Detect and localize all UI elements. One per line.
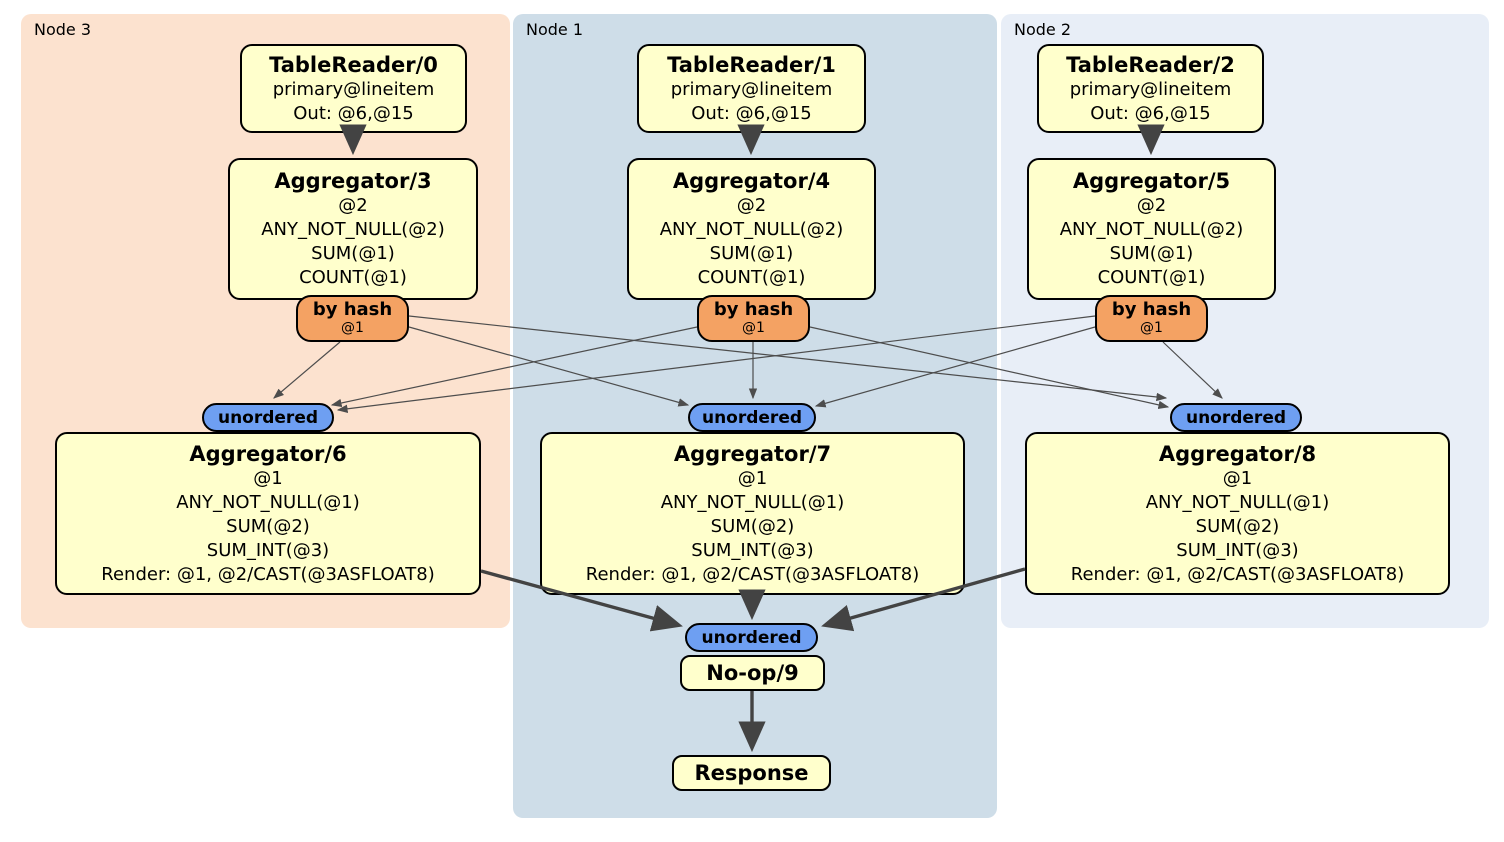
hash-router-label: by hash: [713, 299, 794, 320]
operator-line: SUM(@2): [226, 515, 310, 537]
operator-line: Out: @6,@15: [293, 102, 414, 124]
aggregator-7: Aggregator/7 @1 ANY_NOT_NULL(@1) SUM(@2)…: [540, 432, 965, 595]
hash-router-node2: by hash @1: [1095, 295, 1208, 342]
operator-title: TableReader/1: [667, 52, 836, 77]
operator-line: @1: [737, 467, 768, 489]
node-region-label: Node 1: [526, 20, 584, 39]
stream-router-node1: unordered: [688, 403, 816, 432]
stream-router-node2: unordered: [1170, 403, 1302, 432]
operator-line: ANY_NOT_NULL(@2): [261, 219, 445, 240]
hash-router-label: by hash: [1111, 299, 1192, 320]
operator-title: Aggregator/7: [673, 441, 832, 466]
table-reader-2: TableReader/2 primary@lineitem Out: @6,@…: [1037, 44, 1264, 133]
operator-line: ANY_NOT_NULL(@1): [660, 491, 845, 513]
operator-title: TableReader/2: [1066, 52, 1235, 77]
aggregator-4: Aggregator/4 @2 ANY_NOT_NULL(@2) SUM(@1)…: [627, 158, 876, 300]
operator-title: Aggregator/6: [189, 441, 347, 466]
operator-line: primary@lineitem: [1069, 78, 1232, 100]
operator-line: Out: @6,@15: [1090, 102, 1211, 124]
stream-router-label: unordered: [701, 407, 803, 428]
stream-router-node3: unordered: [202, 403, 334, 432]
response: Response: [672, 755, 831, 791]
aggregator-5: Aggregator/5 @2 ANY_NOT_NULL(@2) SUM(@1)…: [1027, 158, 1276, 300]
hash-router-detail: @1: [1140, 320, 1163, 336]
operator-line: SUM_INT(@3): [1176, 539, 1299, 561]
operator-line: SUM(@1): [709, 243, 794, 264]
hash-router-detail: @1: [742, 320, 765, 336]
stream-router-final: unordered: [685, 623, 818, 652]
operator-line: SUM(@1): [1109, 243, 1194, 264]
operator-line: COUNT(@1): [1097, 267, 1206, 288]
hash-router-node1: by hash @1: [697, 295, 810, 342]
operator-line: ANY_NOT_NULL(@1): [176, 491, 360, 513]
aggregator-3: Aggregator/3 @2 ANY_NOT_NULL(@2) SUM(@1)…: [228, 158, 478, 300]
operator-line: ANY_NOT_NULL(@1): [1145, 491, 1330, 513]
operator-title: No-op/9: [706, 661, 799, 685]
operator-line: ANY_NOT_NULL(@2): [1059, 219, 1244, 240]
operator-line: @1: [1222, 467, 1253, 489]
operator-line: COUNT(@1): [299, 267, 407, 288]
operator-title: Response: [694, 761, 809, 785]
operator-line: Out: @6,@15: [691, 102, 812, 124]
operator-line: primary@lineitem: [670, 78, 833, 100]
noop-9: No-op/9: [680, 655, 825, 691]
operator-line: Render: @1, @2/CAST(@3ASFLOAT8): [101, 563, 435, 585]
operator-title: TableReader/0: [269, 52, 438, 77]
operator-line: Render: @1, @2/CAST(@3ASFLOAT8): [585, 563, 920, 585]
node-region-label: Node 2: [1014, 20, 1072, 39]
stream-router-label: unordered: [701, 627, 802, 648]
operator-line: SUM(@2): [1195, 515, 1280, 537]
operator-line: @1: [253, 467, 283, 489]
hash-router-label: by hash: [312, 299, 393, 320]
table-reader-0: TableReader/0 primary@lineitem Out: @6,@…: [240, 44, 467, 133]
operator-line: @2: [1136, 195, 1167, 216]
operator-title: Aggregator/5: [1072, 169, 1231, 193]
operator-title: Aggregator/3: [274, 169, 432, 193]
operator-line: primary@lineitem: [272, 78, 435, 100]
operator-line: SUM_INT(@3): [206, 539, 330, 561]
operator-line: ANY_NOT_NULL(@2): [659, 219, 844, 240]
operator-title: Aggregator/8: [1158, 441, 1317, 466]
aggregator-8: Aggregator/8 @1 ANY_NOT_NULL(@1) SUM(@2)…: [1025, 432, 1450, 595]
table-reader-1: TableReader/1 primary@lineitem Out: @6,@…: [637, 44, 866, 133]
operator-title: Aggregator/4: [672, 169, 831, 193]
operator-line: SUM(@1): [311, 243, 395, 264]
node-region-label: Node 3: [34, 20, 92, 39]
aggregator-6: Aggregator/6 @1 ANY_NOT_NULL(@1) SUM(@2)…: [55, 432, 481, 595]
operator-line: SUM(@2): [710, 515, 795, 537]
stream-router-label: unordered: [1185, 407, 1287, 428]
operator-line: SUM_INT(@3): [691, 539, 814, 561]
operator-line: @2: [338, 195, 368, 216]
stream-router-label: unordered: [217, 407, 319, 428]
hash-router-detail: @1: [341, 320, 364, 336]
operator-line: @2: [736, 195, 767, 216]
operator-line: Render: @1, @2/CAST(@3ASFLOAT8): [1070, 563, 1405, 585]
hash-router-node3: by hash @1: [296, 295, 409, 342]
operator-line: COUNT(@1): [697, 267, 806, 288]
